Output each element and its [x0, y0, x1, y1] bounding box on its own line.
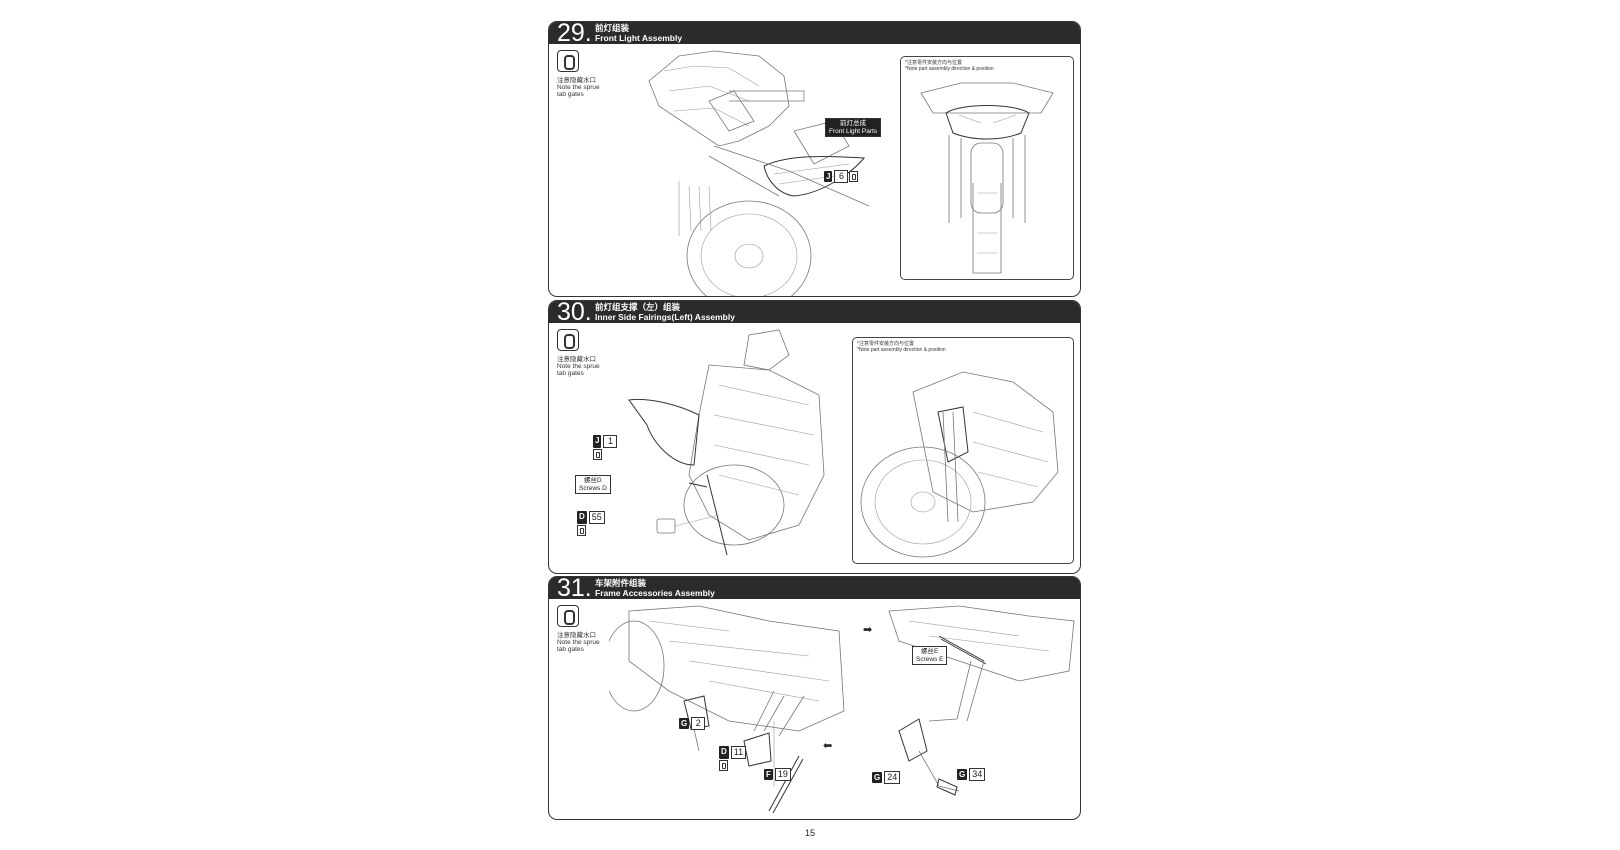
step-title-cn: 车架附件组装: [595, 578, 647, 588]
note-cn: 注意隐藏水口: [557, 632, 596, 639]
step-title-en: Frame Accessories Assembly: [595, 588, 715, 598]
step-title: 前灯组支撑（左）组装 Inner Side Fairings(Left) Ass…: [595, 302, 735, 322]
sprue-gate-icon: [557, 50, 579, 72]
side-view-drawing: [860, 371, 1059, 558]
step-30-panel: 30. 前灯组支撑（左）组装 Inner Side Fairings(Left)…: [548, 300, 1081, 574]
inset-front-view: *注意零件安装方向与位置 *Note part assembly directi…: [900, 56, 1074, 280]
tag-number: 1: [603, 435, 618, 448]
step-title-cn: 前灯组支撑（左）组装: [595, 302, 681, 312]
screws-e-callout: 螺丝E Screws E: [912, 646, 948, 665]
tag-number: 55: [588, 511, 605, 524]
tag-number: 6: [834, 170, 849, 183]
sprue-gate-icon: [849, 171, 859, 182]
tag-number: 34: [969, 768, 986, 781]
tag-letter: J: [593, 435, 602, 448]
sprue-note: 注意隐藏水口 Note the sprue tab gates: [557, 329, 607, 377]
part-tag-d55: D 55: [577, 511, 605, 536]
tag-number: 19: [774, 768, 791, 781]
front-light-exploded-drawing: [648, 50, 870, 296]
inner-fairing-exploded-drawing: [628, 329, 825, 556]
part-tag-f19: F 19: [764, 768, 791, 781]
part-tag-g34: G 34: [957, 768, 986, 781]
callout-en: Front Light Parts: [829, 127, 878, 135]
kickstand-detail-drawing: [888, 605, 1075, 796]
tag-letter: J: [824, 171, 833, 182]
sprue-note: 注意隐藏水口 Note the sprue tab gates: [557, 605, 607, 653]
arrow-left-icon: ⬅: [823, 740, 833, 752]
screws-cn: 螺丝E: [921, 648, 939, 655]
step-header: 30. 前灯组支撑（左）组装 Inner Side Fairings(Left)…: [549, 300, 1080, 326]
callout-cn: 前灯总成: [840, 120, 867, 127]
step-number: 30.: [557, 300, 592, 326]
part-tag-j1: J 1: [593, 435, 618, 460]
note-en: Note the sprue tab gates: [557, 363, 600, 377]
screws-en: Screws E: [916, 655, 944, 663]
step-number: 31.: [557, 576, 592, 602]
part-tag-d11: D 11: [719, 746, 747, 771]
screws-en: Screws D: [579, 484, 607, 492]
part-tag-j6: J 6: [824, 170, 859, 183]
step-title-en: Front Light Assembly: [595, 33, 683, 43]
tag-letter: D: [719, 746, 729, 759]
screws-cn: 螺丝D: [584, 477, 602, 484]
inset-note: *注意零件安装方向与位置 *Note part assembly directi…: [905, 60, 994, 72]
sprue-gate-icon: [719, 760, 728, 771]
inset-note-en: *Note part assembly direction & position: [905, 66, 994, 72]
step-title: 前灯组装 Front Light Assembly: [595, 23, 682, 43]
step-29-panel: 29. 前灯组装 Front Light Assembly 注意隐藏水口 Not…: [548, 21, 1081, 297]
note-en: Note the sprue tab gates: [557, 84, 600, 98]
inset-side-view: *注意零件安装方向与位置 *Note part assembly directi…: [852, 337, 1074, 564]
inset-note-cn: *注意零件安装方向与位置: [857, 341, 914, 347]
part-tag-g2: G 2: [679, 717, 706, 730]
note-en: Note the sprue tab gates: [557, 639, 600, 653]
arrow-right-icon: ➡: [863, 624, 873, 636]
sprue-note: 注意隐藏水口 Note the sprue tab gates: [557, 50, 607, 98]
tag-number: 2: [691, 717, 706, 730]
inset-note-en: *Note part assembly direction & position: [857, 347, 946, 353]
tag-number: 24: [884, 771, 901, 784]
front-light-parts-callout: 前灯总成 Front Light Parts: [825, 118, 882, 137]
note-cn: 注意隐藏水口: [557, 356, 596, 363]
tag-letter: F: [764, 769, 773, 780]
tag-letter: D: [577, 511, 587, 524]
part-tag-g24: G 24: [872, 771, 901, 784]
front-view-drawing: [920, 82, 1054, 274]
note-cn: 注意隐藏水口: [557, 77, 596, 84]
step-header: 29. 前灯组装 Front Light Assembly: [549, 21, 1080, 47]
inset-note: *注意零件安装方向与位置 *Note part assembly directi…: [857, 341, 946, 353]
step-title-en: Inner Side Fairings(Left) Assembly: [595, 312, 735, 322]
step-title: 车架附件组装 Frame Accessories Assembly: [595, 578, 715, 598]
sprue-gate-icon: [557, 605, 579, 627]
step-number: 29.: [557, 21, 592, 47]
screws-d-callout: 螺丝D Screws D: [575, 475, 611, 494]
step-header: 31. 车架附件组装 Frame Accessories Assembly: [549, 576, 1080, 602]
sprue-gate-icon: [577, 525, 586, 536]
sprue-gate-icon: [593, 449, 602, 460]
step-title-cn: 前灯组装: [595, 23, 630, 33]
tag-letter: G: [957, 769, 968, 780]
tag-number: 11: [730, 746, 747, 759]
tag-letter: G: [872, 772, 883, 783]
step-31-panel: 31. 车架附件组装 Frame Accessories Assembly 注意…: [548, 576, 1081, 820]
inset-note-cn: *注意零件安装方向与位置: [905, 60, 962, 66]
tag-letter: G: [679, 718, 690, 729]
sprue-gate-icon: [557, 329, 579, 351]
page-number: 15: [805, 828, 816, 838]
frame-accessories-drawing: [609, 605, 845, 814]
